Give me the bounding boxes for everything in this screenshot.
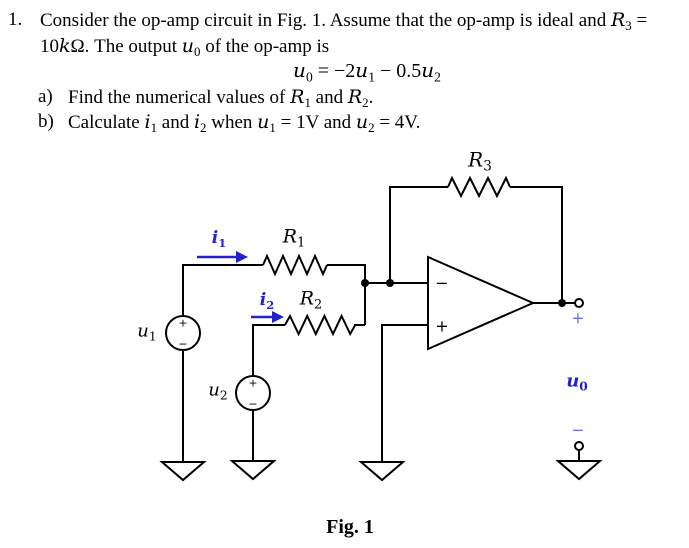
- u1-minus-sign: −: [178, 337, 188, 351]
- junction-dot: [361, 279, 566, 307]
- source-u1: [165, 315, 201, 462]
- output-plus-sign: +: [571, 308, 585, 328]
- ground-icon: [159, 460, 603, 482]
- current-arrow-i2: [251, 311, 284, 323]
- wire-noninverting-input: [381, 324, 428, 462]
- output-terminal: [574, 298, 584, 308]
- problem-number: 1.: [8, 9, 23, 30]
- item-b-label: b): [38, 111, 54, 132]
- u2-minus-sign: −: [248, 397, 258, 411]
- resistor-r1: [262, 253, 328, 277]
- label-i1: i1: [211, 228, 227, 250]
- opamp-inverting-sign: −: [435, 273, 449, 293]
- item-a-text: Find the numerical values of R1 and R2.: [68, 86, 374, 111]
- problem-line-1: Consider the op-amp circuit in Fig. 1. A…: [40, 9, 648, 34]
- wire-u2-to-r2: [252, 324, 285, 376]
- item-a-label: a): [38, 86, 53, 107]
- label-u1: u1: [137, 320, 157, 344]
- problem-equation: u0 = −2u1 − 0.5u2: [293, 58, 441, 85]
- wire-u1-to-r1: [182, 264, 263, 316]
- problem-line-2: 10kΩ. The output u0 of the op-amp is: [40, 35, 330, 60]
- opamp-noninverting-sign: +: [435, 316, 449, 336]
- label-r2: R2: [299, 287, 323, 313]
- label-r3: R3: [468, 147, 492, 175]
- u1-plus-sign: +: [178, 316, 188, 330]
- feedback-wire-right: [510, 186, 563, 303]
- feedback-wire-left: [389, 186, 448, 283]
- opamp: [427, 255, 536, 351]
- wire-r1-to-node: [327, 264, 366, 325]
- current-arrow-i1: [197, 251, 248, 263]
- label-r1: R1: [282, 225, 306, 251]
- resistor-r2: [284, 313, 357, 337]
- label-u2: u2: [208, 379, 228, 403]
- label-u0: u0: [566, 370, 588, 394]
- figure-caption: Fig. 1: [326, 516, 374, 538]
- label-i2: i2: [259, 290, 275, 312]
- output-ground-terminal: [574, 441, 584, 461]
- resistor-r3: [447, 175, 511, 199]
- item-b-text: Calculate i1 and i2 when u1 = 1V and u2 …: [68, 111, 421, 136]
- source-u2: [235, 375, 271, 461]
- u2-plus-sign: +: [248, 376, 258, 390]
- output-minus-sign: −: [571, 420, 585, 440]
